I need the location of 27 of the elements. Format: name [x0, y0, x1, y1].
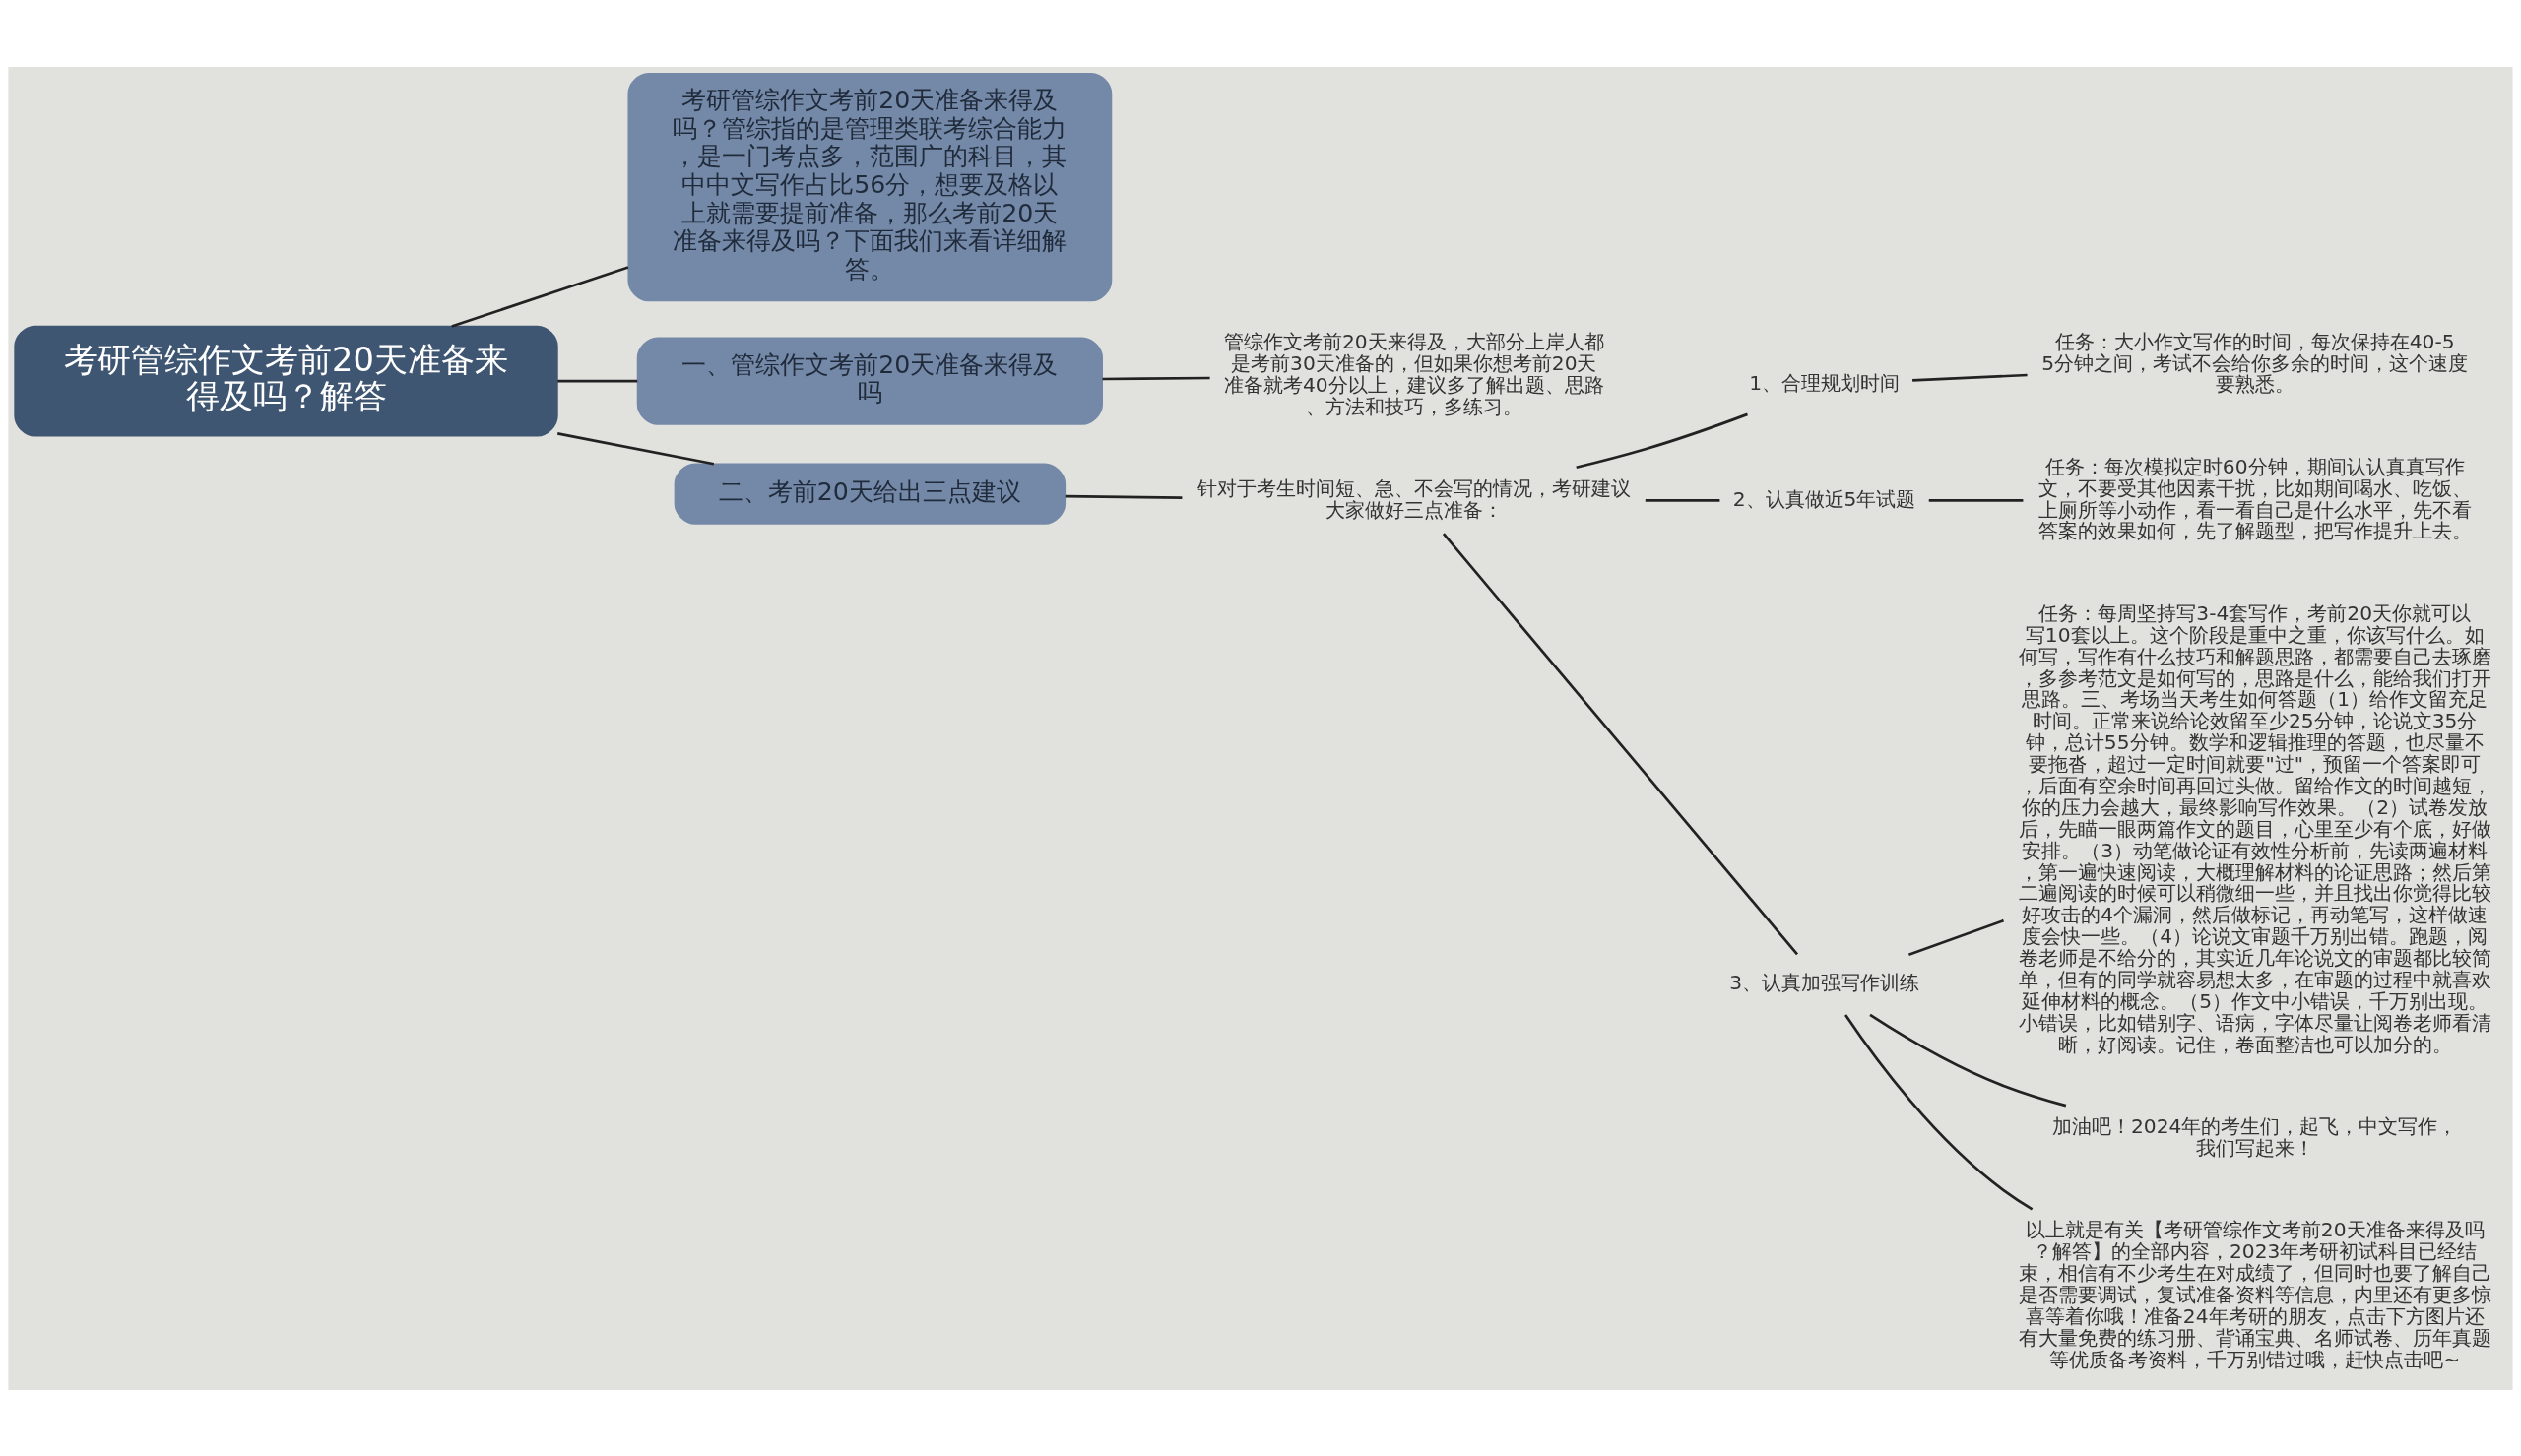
connector: [1576, 412, 1748, 469]
node-text: 3、认真加强写作训练: [1729, 970, 1920, 994]
connector: [1065, 494, 1183, 499]
node-box: 二、考前20天给出三点建议: [674, 463, 1067, 525]
node-box: 考研管综作文考前20天准备来得及吗？管综指的是管理类联考综合能力，是一门考点多，范围广的科目，其中中文写作占比56分，想要及格以上就需要提前准备，那么考前20天准备来得及吗？下面我们来看详细解答。: [627, 72, 1113, 301]
connector: [1102, 376, 1210, 380]
connector: [1869, 1013, 2067, 1107]
connector: [1844, 1013, 2034, 1211]
node-text: 任务：每次模拟定时60分钟，期间认认真真写作文，不要受其他因素干扰，比如期间喝水、吃饭、上厕所等小动作，看一看自己是什么水平，先不看答案的效果如何，先了解题型，把写作提升上去。: [2037, 454, 2472, 542]
node-text: 加油吧！2024年的考生们，起飞，中文写作，我们写起来！: [2051, 1113, 2458, 1160]
node-text: 针对于考生时间短、急、不会写的情况，考研建议大家做好三点准备：: [1196, 475, 1631, 522]
node-text: 以上就是有关【考研管综作文考前20天准备来得及吗？解答】的全部内容，2023年考研初试科目已经结束，相信有不少考生在对成绩了，但同时也要了解自己是否需要调试，复试准备资料等信息，内里还有更多惊喜等着你哦！准备24年考研的朋友，点击下方图片还有大量免费的练习册、背诵宝典、名师试卷、历年真题等优质备考资料，千万别错过哦，赶快点击吧~: [2018, 1217, 2491, 1371]
node-text: 1、合理规划时间: [1749, 370, 1901, 395]
node-text: 任务：每周坚持写3-4套写作，考前20天你就可以写10套以上。这个阶段是重中之重，你该写什么。如何写，写作有什么技巧和解题思路，都需要自己去琢磨，多参考范文是如何写的，思路是什么，能给我们打开思路。三、考场当天考生如何答题（1）给作文留充足时间。正常来说给论效留至少25分钟，论说文35分钟，总计55分钟。数学和逻辑推理的答题，也尽量不要拖沓，超过一定时间就要"过"，预留一个答案即可，后面有空余时间再回过头做。留给作文的时间越短，你的压力会越大，最终影响写作效果。（2）试卷发放后，先瞄一眼两篇作文的题目，心里至少有个底，好做安排。（3）动笔做论证有效性分析前，先读两遍材料，第一遍快速阅读，大概理解材料的论证思路；然后第二遍阅读的时候可以稍微细一些，并且找出你觉得比较好攻击的4个漏洞，然后做标记，再动笔写，这样做速度会快一些。（4）论说文审题千万别出错。跑题，阅卷老师是不给分的，其实近几年论说文的审题都比较简单，但有的同学就容易想太多，在审题的过程中就喜欢延伸材料的概念。（5）作文中小错误，千万别出现。小错误，比如错别字、语病，字体尽量让阅卷老师看清晰，好阅读。记住，卷面整洁也可以加分的。: [2018, 601, 2491, 1056]
connector: [1912, 373, 2028, 382]
node-text: 任务：大小作文写作的时间，每次保持在40-55分钟之间，考试不会给你多余的时间，这个速度要熟悉。: [2041, 329, 2469, 396]
node-text: 2、认真做近5年试题: [1732, 486, 1916, 511]
connector: [1928, 498, 2024, 502]
connector: [1645, 498, 1720, 502]
connector: [557, 379, 638, 382]
connector: [1908, 918, 2004, 956]
node-box: 一、管综作文考前20天准备来得及吗: [636, 337, 1103, 425]
connector: [556, 431, 715, 466]
node-box: 考研管综作文考前20天准备来得及吗？解答: [14, 325, 558, 437]
node-text: 管综作文考前20天来得及，大部分上岸人都是考前30天准备的，但如果你想考前20天准备就考40分以上，建议多了解出题、思路、方法和技巧，多练习。: [1223, 329, 1604, 418]
connector: [451, 265, 629, 328]
connector: [1442, 532, 1799, 955]
